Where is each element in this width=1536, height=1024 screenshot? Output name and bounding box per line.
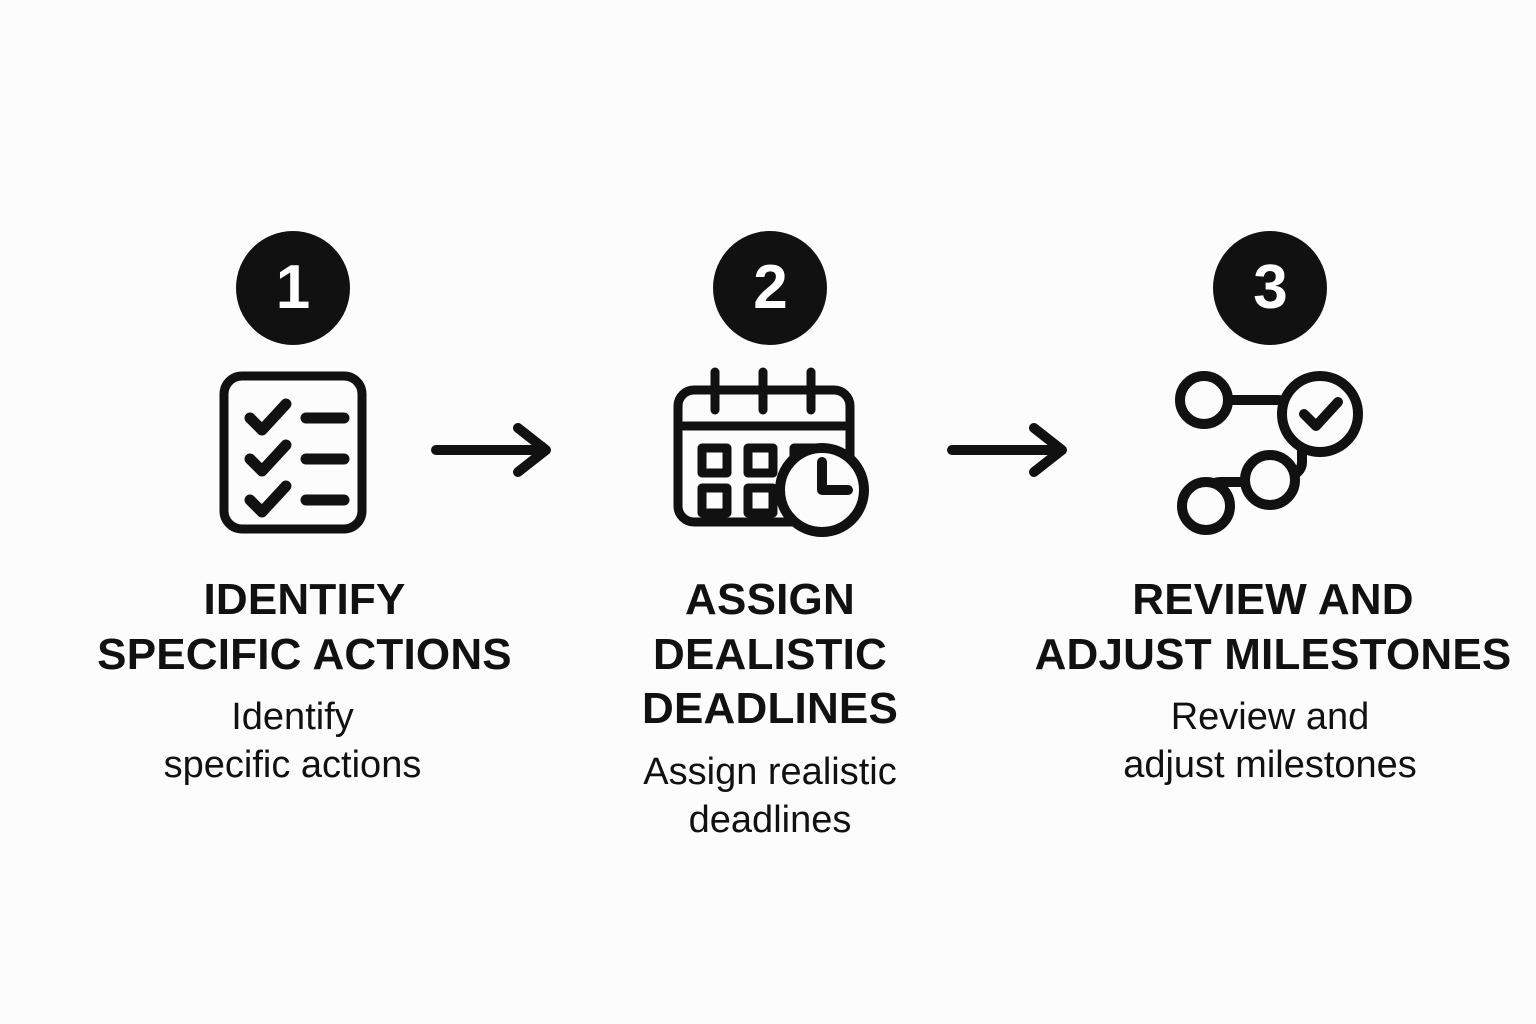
checklist-icon [218, 371, 368, 533]
arrow-right-icon-1 [430, 422, 556, 483]
step-title-3: REVIEW AND ADJUST MILESTONES [1034, 575, 1512, 679]
step-description-1: Identify specific actions [163, 696, 422, 786]
milestone-nodes-check-icon [1174, 370, 1366, 535]
calendar-clock-icon [670, 367, 870, 537]
step-number-badge-1: 1 [235, 231, 350, 345]
process-step-1: 1 IDENTIFY SPECIFIC ACTIONS Identify spe… [0, 231, 585, 790]
step-title-1: IDENTIFY SPECIFIC ACTIONS [97, 575, 512, 679]
step-number-badge-2: 2 [713, 231, 827, 345]
step-description-3: Review and adjust milestones [1123, 696, 1417, 786]
step-title-2: ASSIGN DEALISTIC DEADLINES [641, 575, 899, 734]
step-description-2: Assign realistic deadlines [643, 750, 897, 841]
process-step-3: 3 REVIEW AND ADJUST MILESTONES [1015, 231, 1525, 790]
process-step-2: 2 ASSIGN [560, 231, 980, 844]
arrow-right-icon-2 [946, 422, 1072, 483]
step-number-badge-3: 3 [1213, 231, 1327, 345]
